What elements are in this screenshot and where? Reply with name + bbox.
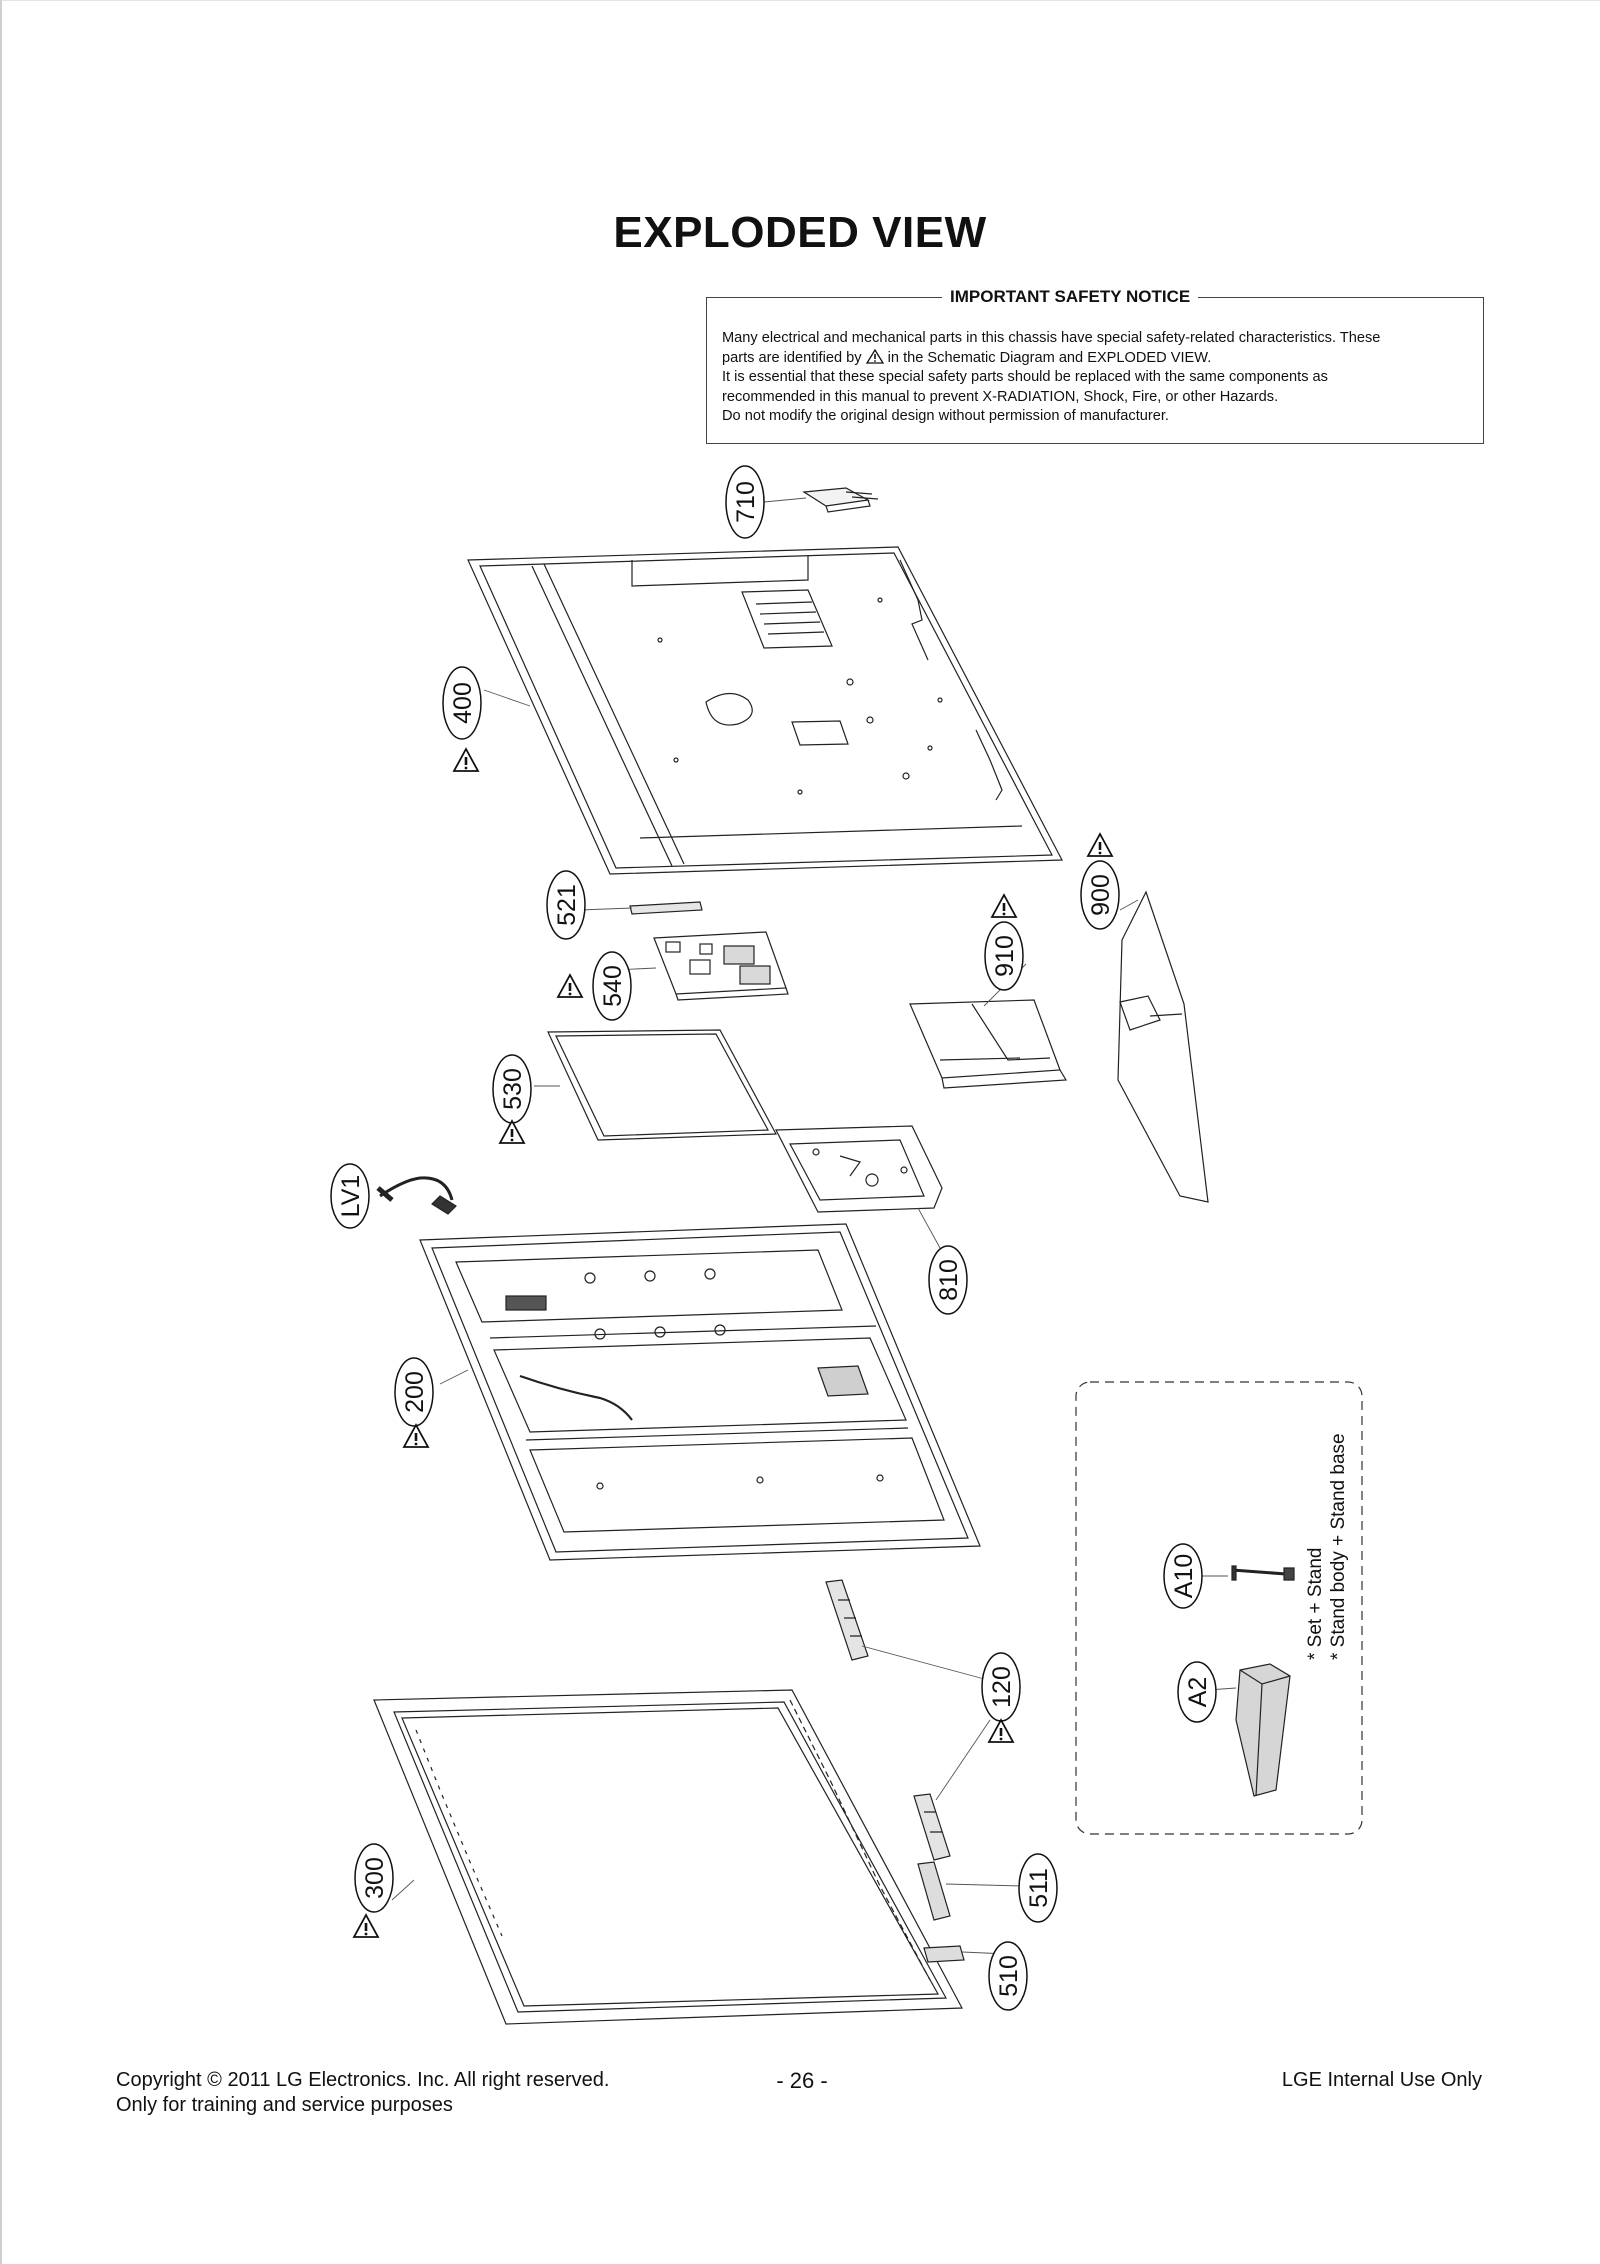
- footer-copyright: Copyright © 2011 LG Electronics. Inc. Al…: [116, 2069, 610, 2091]
- warning-triangle-icon: [865, 348, 884, 364]
- label-120: 120: [981, 1652, 1021, 1722]
- svg-text:A10: A10: [1170, 1554, 1198, 1598]
- svg-text:521: 521: [553, 884, 581, 926]
- safety-notice-box: IMPORTANT SAFETY NOTICE Many electrical …: [706, 287, 1484, 444]
- warning-icon-120: [987, 1718, 1015, 1744]
- stand-note-line-2: * Stand body + Stand base: [1328, 1433, 1349, 1660]
- label-521: 521: [546, 870, 586, 940]
- part-200-chassis-frame: [419, 1223, 981, 1561]
- safety-notice-body: Many electrical and mechanical parts in …: [722, 329, 1469, 427]
- part-511-board: [917, 1861, 951, 1921]
- part-400-back-cover: [467, 546, 1063, 875]
- notice-line-2-start: parts are identified by: [722, 349, 862, 366]
- svg-text:810: 810: [935, 1259, 963, 1301]
- stand-option-box: [1075, 1381, 1363, 1835]
- notice-line-3: It is essential that these special safet…: [722, 369, 1328, 385]
- notice-line-5: Do not modify the original design withou…: [722, 408, 1169, 424]
- svg-text:511: 511: [1025, 1868, 1053, 1908]
- svg-text:510: 510: [995, 1955, 1023, 1997]
- leader-lines: [391, 497, 1237, 1955]
- svg-text:710: 710: [732, 481, 760, 523]
- footer-purpose: Only for training and service purposes: [116, 2094, 453, 2116]
- stand-note-line-1: * Set + Stand: [1305, 1548, 1326, 1661]
- part-521-connector: [629, 901, 703, 915]
- svg-text:300: 300: [361, 1857, 389, 1899]
- warning-icon-300: [352, 1913, 380, 1939]
- warning-icon-400: [452, 747, 480, 773]
- part-540-main-board: [653, 931, 789, 1001]
- label-810: 810: [928, 1245, 968, 1315]
- svg-text:120: 120: [988, 1666, 1016, 1708]
- part-510-board: [923, 1945, 965, 1963]
- part-A10-screw: [1231, 1565, 1295, 1581]
- label-A10: A10: [1163, 1543, 1203, 1609]
- label-400: 400: [442, 666, 482, 740]
- svg-text:530: 530: [499, 1068, 527, 1110]
- warning-icon-540: [556, 973, 584, 999]
- label-200: 200: [394, 1357, 434, 1427]
- part-810-shield-plate: [775, 1125, 943, 1213]
- part-LV1-cable: [376, 1176, 457, 1215]
- part-300-front-frame: [373, 1689, 963, 2025]
- footer-internal-use: LGE Internal Use Only: [1281, 2069, 1482, 2091]
- svg-text:540: 540: [599, 965, 627, 1007]
- label-530: 530: [492, 1054, 532, 1124]
- label-540: 540: [592, 951, 632, 1021]
- svg-text:LV1: LV1: [337, 1175, 365, 1218]
- part-530-power-board: [547, 1029, 777, 1141]
- part-900-stand-base: [1117, 890, 1209, 1203]
- svg-text:200: 200: [401, 1371, 429, 1413]
- safety-notice-heading: IMPORTANT SAFETY NOTICE: [942, 287, 1199, 307]
- warning-icon-910: [990, 893, 1018, 919]
- page-number: - 26 -: [776, 2068, 828, 2093]
- part-710-board: [802, 487, 879, 513]
- part-A2-stand: [1235, 1663, 1291, 1797]
- page-title: EXPLODED VIEW: [613, 208, 987, 257]
- warning-icon-200: [402, 1423, 430, 1449]
- label-900: 900: [1080, 860, 1120, 930]
- svg-text:A2: A2: [1184, 1677, 1212, 1708]
- part-120-speaker-lower: [913, 1793, 951, 1861]
- label-910: 910: [984, 921, 1024, 991]
- notice-line-4: recommended in this manual to prevent X-…: [722, 388, 1279, 405]
- notice-line-1: Many electrical and mechanical parts in …: [722, 330, 1381, 346]
- label-LV1: LV1: [330, 1163, 370, 1229]
- svg-text:400: 400: [449, 682, 477, 724]
- label-510: 510: [988, 1941, 1028, 2011]
- part-120-speaker-upper: [825, 1579, 869, 1661]
- warning-icon-900: [1086, 832, 1114, 858]
- label-A2: A2: [1177, 1661, 1217, 1723]
- label-710: 710: [725, 465, 765, 539]
- warning-icon-530: [498, 1119, 526, 1145]
- part-910-stand-body: [909, 999, 1068, 1089]
- svg-text:910: 910: [991, 935, 1019, 977]
- label-511: 511: [1018, 1853, 1058, 1923]
- notice-line-2: parts are identified by in the Schematic…: [722, 348, 1469, 369]
- svg-text:900: 900: [1087, 874, 1115, 916]
- notice-line-2-end: in the Schematic Diagram and EXPLODED VI…: [887, 349, 1212, 366]
- label-300: 300: [354, 1843, 394, 1913]
